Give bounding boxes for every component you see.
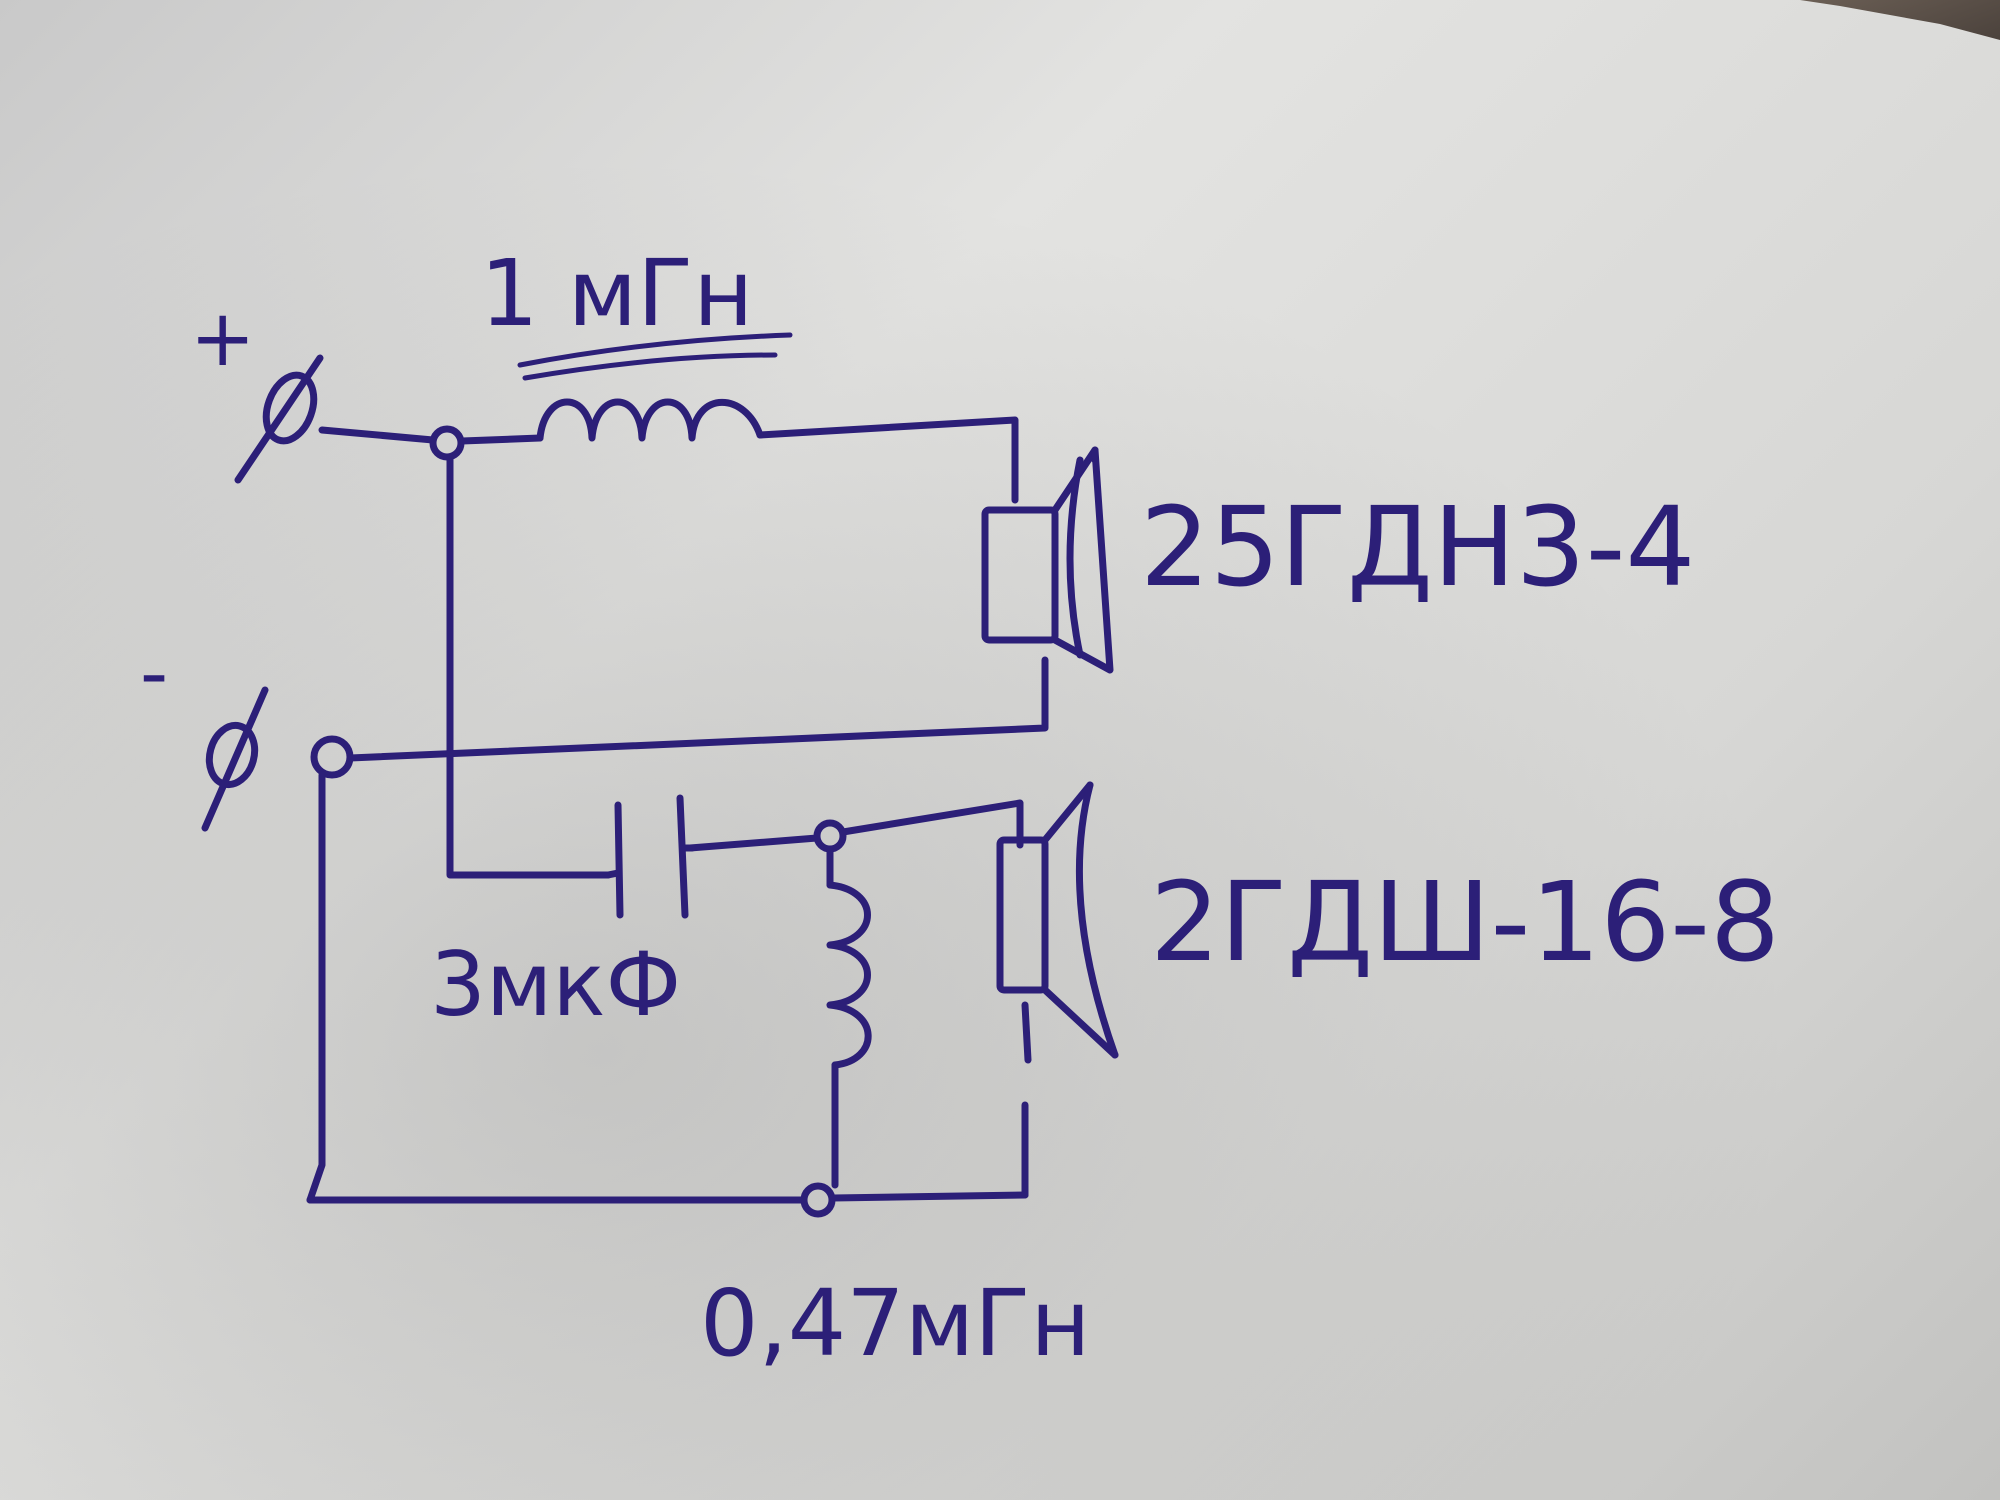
plus-label: +	[190, 294, 255, 384]
junction-node-mid	[813, 819, 847, 853]
inductor-top-label: 1 мГн	[480, 240, 753, 347]
speaker-bottom-label: 2ГДШ-16-8	[1150, 858, 1780, 986]
inductor-top: 1 мГн	[480, 240, 793, 442]
minus-label: -	[140, 629, 168, 719]
minus-terminal: -	[140, 629, 269, 832]
junction-node-minus	[310, 735, 354, 779]
speaker-top: 25ГДН3-4	[981, 446, 1695, 674]
capacitor-label: 3мкФ	[430, 933, 681, 1036]
junction-node-plus	[429, 425, 465, 461]
wires	[306, 416, 1049, 1204]
speaker-bottom: 2ГДШ-16-8	[996, 781, 1780, 1059]
inductor-bottom: 0,47мГн	[700, 881, 1091, 1377]
speaker-top-label: 25ГДН3-4	[1140, 483, 1695, 611]
plus-terminal: +	[190, 294, 324, 484]
capacitor: 3мкФ	[430, 794, 696, 1036]
inductor-bottom-label: 0,47мГн	[700, 1270, 1091, 1377]
junction-node-bottom	[800, 1182, 836, 1218]
